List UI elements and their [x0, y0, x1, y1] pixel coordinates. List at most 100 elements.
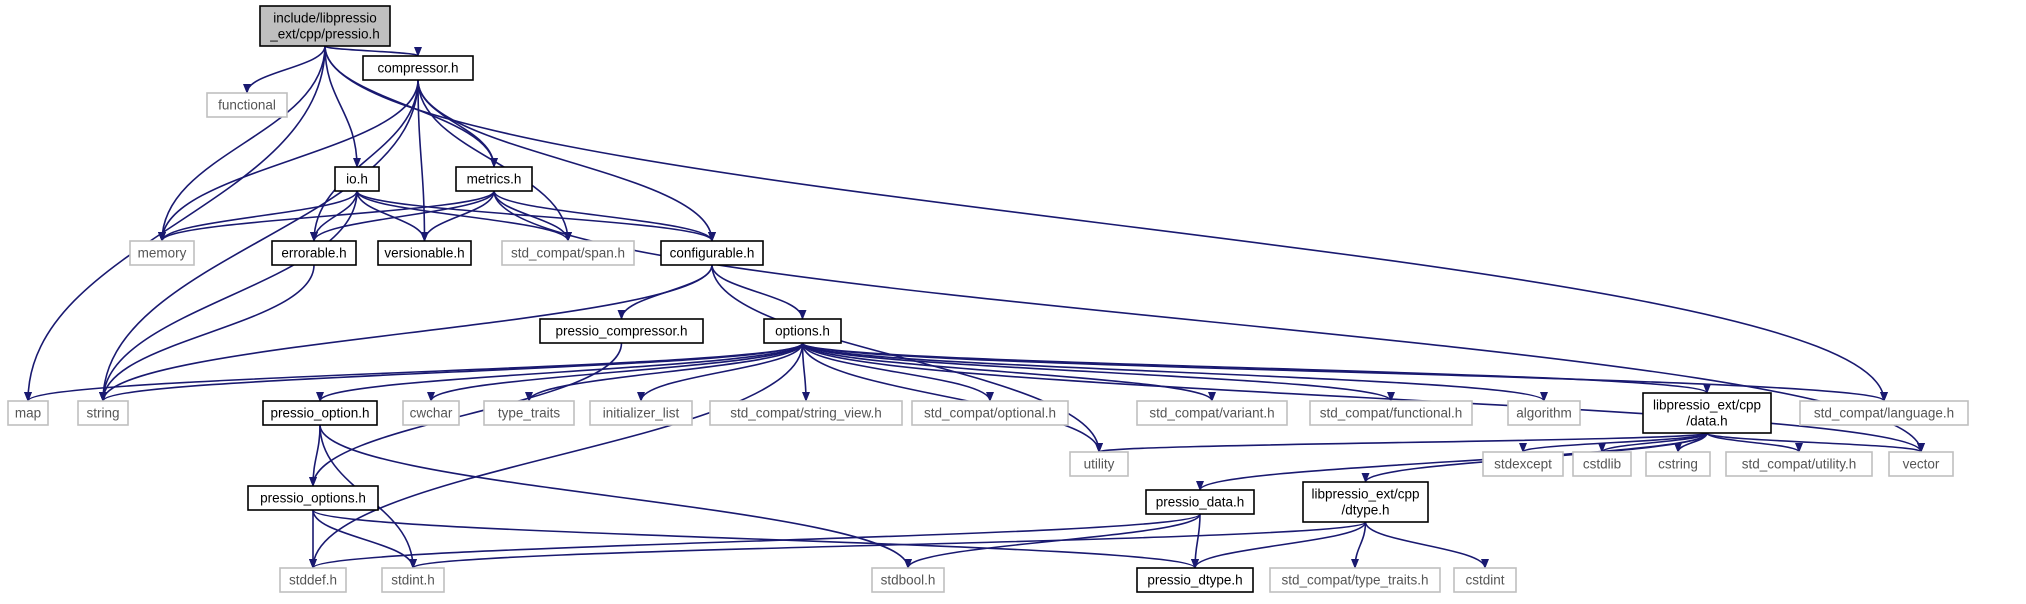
node-vector-label: vector [1903, 457, 1940, 472]
node-pressio_dtype-label: pressio_dtype.h [1147, 573, 1242, 588]
node-vector-box [1888, 451, 1954, 477]
node-language-box [1799, 400, 1969, 426]
node-pressio_option-box [262, 400, 378, 426]
node-pressio_dtype[interactable]: pressio_dtype.h [1136, 567, 1254, 593]
edge-pressio-to-language [324, 45, 1888, 402]
edge-options-to-type_traits [525, 342, 804, 402]
edge-io-to-memory [158, 190, 358, 242]
node-pressio_options[interactable]: pressio_options.h [247, 485, 379, 511]
edge-metrics-to-errorable [310, 190, 495, 242]
node-type_traits: type_traits [483, 400, 575, 426]
node-stdexcept: stdexcept [1482, 451, 1564, 477]
node-initializer_list-box [589, 400, 693, 426]
node-options[interactable]: options.h [763, 318, 842, 344]
edge-options-to-map [24, 342, 804, 402]
node-sc_type_traits-label: std_compat/type_traits.h [1281, 573, 1428, 588]
node-options-box [763, 318, 842, 344]
edge-pressio_options-to-pressio_dtype [312, 509, 1199, 569]
node-pressio_option-label: pressio_option.h [270, 406, 369, 421]
node-stddef-box [279, 567, 347, 593]
edge-options-to-string [99, 342, 804, 402]
edge-options-to-algorithm [801, 342, 1548, 402]
node-pressio_data-label: pressio_data.h [1156, 495, 1245, 510]
node-cstdlib-box [1572, 451, 1632, 477]
node-cwchar-box [402, 400, 460, 426]
node-dtype[interactable]: libpressio_ext/cpp/dtype.h [1302, 481, 1429, 523]
node-cstdint-box [1453, 567, 1517, 593]
node-dtype-box [1302, 481, 1429, 523]
node-versionable[interactable]: versionable.h [377, 240, 472, 266]
node-utility-label: utility [1084, 457, 1115, 472]
node-span: std_compat/span.h [501, 240, 635, 266]
node-language: std_compat/language.h [1799, 400, 1969, 426]
node-configurable[interactable]: configurable.h [660, 240, 764, 266]
node-string_view-label: std_compat/string_view.h [730, 406, 882, 421]
node-memory-box [129, 240, 195, 266]
node-stdexcept-box [1482, 451, 1564, 477]
edge-pressio-to-map [24, 45, 326, 402]
node-stddef-label: stddef.h [289, 573, 337, 588]
node-stdbool: stdbool.h [871, 567, 945, 593]
node-span-label: std_compat/span.h [511, 246, 625, 261]
node-metrics-label: metrics.h [467, 172, 522, 187]
node-cstring: cstring [1645, 451, 1711, 477]
node-span-box [501, 240, 635, 266]
node-compressor[interactable]: compressor.h [362, 55, 474, 81]
node-stddef: stddef.h [279, 567, 347, 593]
node-data[interactable]: libpressio_ext/cpp/data.h [1642, 392, 1772, 434]
edge-compressor-to-versionable [417, 79, 429, 242]
edge-compressor-to-string [99, 79, 419, 402]
node-string-label: string [86, 406, 119, 421]
edge-data-to-sc_utility [1706, 432, 1803, 453]
node-vector: vector [1888, 451, 1954, 477]
edge-io-to-span [356, 190, 572, 242]
edge-dtype-to-pressio_dtype [1191, 521, 1367, 569]
node-pressio_options-label: pressio_options.h [260, 491, 366, 506]
node-pressio_option[interactable]: pressio_option.h [262, 400, 378, 426]
node-sc_functional-box [1309, 400, 1473, 426]
node-errorable[interactable]: errorable.h [271, 240, 357, 266]
node-stdint-box [381, 567, 445, 593]
node-io[interactable]: io.h [334, 166, 380, 192]
edge-io-to-string [99, 190, 358, 402]
edge-pressio_data-to-stddef [309, 513, 1201, 569]
edge-data-to-cstring [1674, 432, 1708, 453]
edge-metrics-to-memory [158, 190, 495, 242]
node-versionable-box [377, 240, 472, 266]
edge-options-to-vector [801, 342, 1925, 453]
node-cstdlib: cstdlib [1572, 451, 1632, 477]
node-functional: functional [206, 92, 288, 118]
node-cstdint: cstdint [1453, 567, 1517, 593]
node-sc_functional-label: std_compat/functional.h [1320, 406, 1463, 421]
node-pressio_compressor[interactable]: pressio_compressor.h [539, 318, 704, 344]
edge-pressio_option-to-pressio_options [309, 424, 321, 487]
node-stdint: stdint.h [381, 567, 445, 593]
edge-errorable-to-string [99, 264, 315, 402]
node-compressor-label: compressor.h [377, 61, 458, 76]
node-compressor-box [362, 55, 474, 81]
edge-dtype-to-stdint [409, 521, 1367, 569]
node-stdbool-label: stdbool.h [881, 573, 936, 588]
node-functional-label: functional [218, 98, 276, 113]
node-sc_type_traits: std_compat/type_traits.h [1269, 567, 1441, 593]
node-pressio_data[interactable]: pressio_data.h [1145, 489, 1255, 515]
node-sc_functional: std_compat/functional.h [1309, 400, 1473, 426]
edge-options-to-initializer_list [637, 342, 804, 402]
node-optional: std_compat/optional.h [911, 400, 1069, 426]
node-cwchar-label: cwchar [410, 406, 453, 421]
edge-configurable-to-pressio_compressor [617, 264, 713, 320]
edge-pressio-to-io [324, 45, 361, 168]
nodes-layer: include/libpressio_ext/cpp/pressio.hfunc… [7, 5, 1969, 593]
node-pressio-label: _ext/cpp/pressio.h [269, 27, 380, 42]
node-metrics[interactable]: metrics.h [455, 166, 533, 192]
node-string: string [77, 400, 129, 426]
node-utility: utility [1069, 451, 1129, 477]
node-sc_utility: std_compat/utility.h [1725, 451, 1873, 477]
edge-options-to-utility [801, 342, 1103, 453]
node-algorithm-box [1507, 400, 1581, 426]
edge-options-to-variant [801, 342, 1216, 402]
node-pressio[interactable]: include/libpressio_ext/cpp/pressio.h [259, 5, 391, 47]
edge-io-to-configurable [356, 190, 716, 242]
node-cstring-box [1645, 451, 1711, 477]
